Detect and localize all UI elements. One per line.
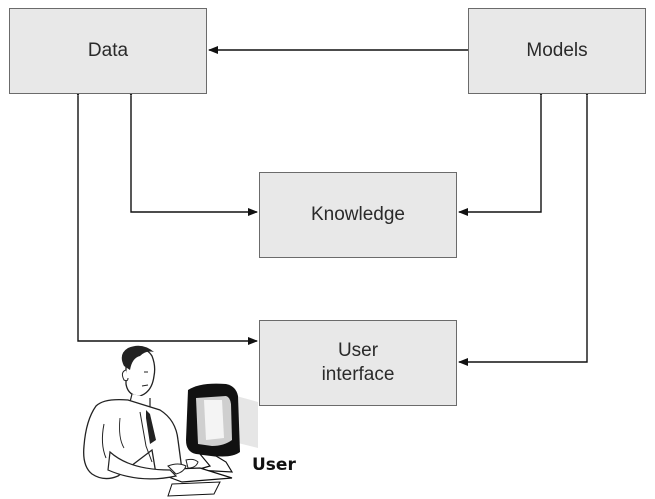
user-label: User [252,455,296,475]
user-interface-node-label-line1: User [337,340,379,361]
edge-data-user-interface [74,87,258,345]
models-node: Models [468,8,646,94]
user-interface-node: User interface [259,320,457,406]
data-node: Data [9,8,207,94]
knowledge-node-label: Knowledge [310,204,406,225]
knowledge-node: Knowledge [259,172,457,258]
edge-models-user-interface [458,87,591,366]
models-node-label: Models [526,40,588,61]
user-interface-node-label-line2: interface [321,364,395,385]
data-node-label: Data [87,40,129,61]
